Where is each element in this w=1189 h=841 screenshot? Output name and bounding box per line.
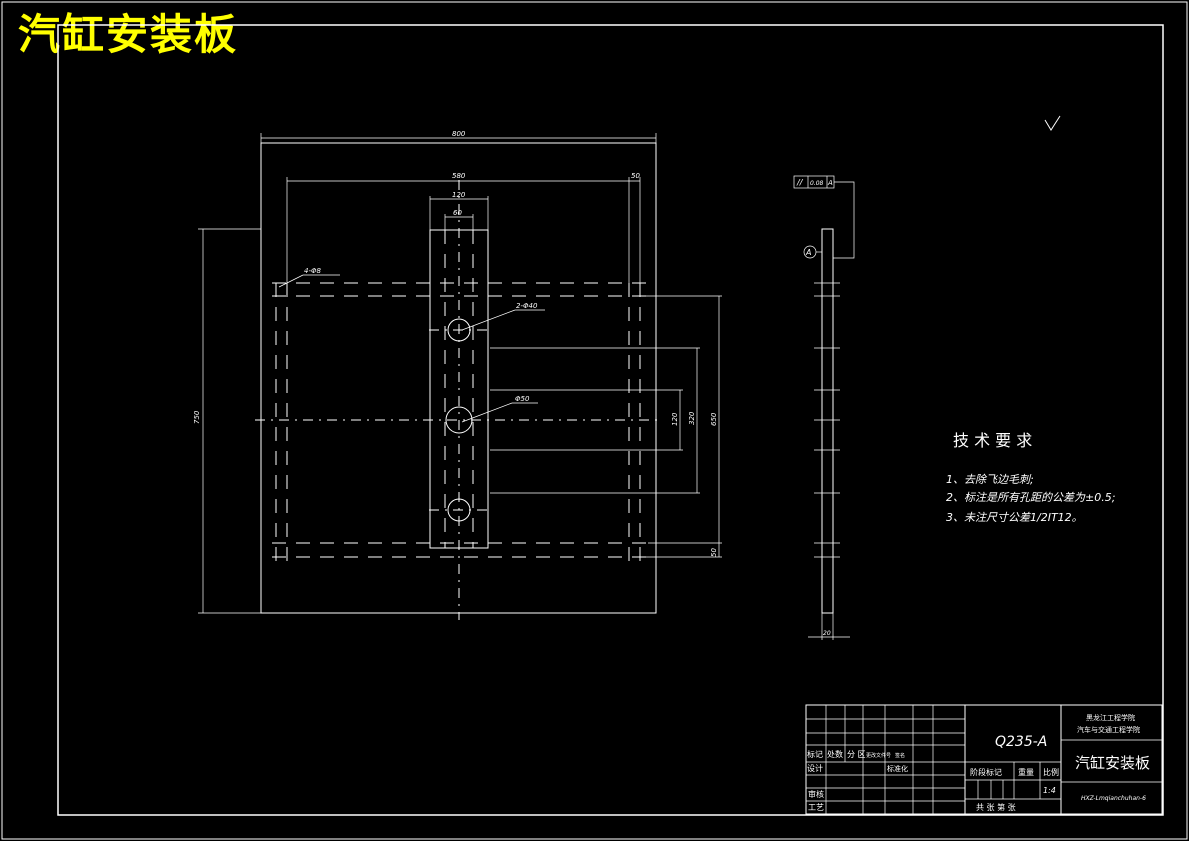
tb-label-zone: 分 区 bbox=[847, 750, 866, 759]
dim-v-span-1: 320 bbox=[688, 411, 696, 425]
tb-ratio: 比例 bbox=[1043, 767, 1059, 777]
dim-v-span-2: 120 bbox=[671, 412, 679, 426]
inner-border bbox=[57, 24, 1164, 816]
flatness-datum: A bbox=[827, 179, 833, 187]
slot-hole-bottom bbox=[447, 498, 471, 522]
dim-overall-width: 800 bbox=[452, 130, 466, 138]
callout-center-hole: Φ50 bbox=[515, 395, 530, 403]
tb-label-standard: 标准化 bbox=[887, 764, 908, 773]
side-view: // 0.08 A A 20 bbox=[793, 175, 855, 640]
flatness-symbol: // bbox=[796, 178, 804, 187]
dim-slot-inner: 60 bbox=[453, 209, 462, 217]
tb-weight: 重量 bbox=[1018, 767, 1034, 777]
tb-school-1: 黑龙江工程学院 bbox=[1086, 713, 1135, 722]
tb-label-doc: 更改文件号 bbox=[866, 752, 891, 759]
dim-overall-height: 750 bbox=[193, 410, 201, 424]
dim-slot-outer: 120 bbox=[452, 191, 466, 199]
front-view: 800 580 50 120 60 750 320 120 650 bbox=[193, 130, 722, 620]
note-3: 3、未注尺寸公差1/2IT12。 bbox=[946, 511, 1083, 524]
tb-drawing-number: HXZ-Lmqianchuhan-6 bbox=[1081, 795, 1146, 802]
tb-label-process: 工艺 bbox=[808, 803, 824, 812]
center-bar bbox=[429, 229, 489, 549]
dim-bottom-offset: 50 bbox=[710, 548, 718, 557]
tb-drawing-name: 汽缸安装板 bbox=[1075, 754, 1150, 772]
note-2: 2、标注是所有孔距的公差为±0.5; bbox=[946, 491, 1115, 504]
callout-corner-holes: 4-Φ8 bbox=[304, 267, 321, 275]
drawing-title: 汽缸安装板 bbox=[18, 10, 239, 59]
tb-sheets: 共 张 第 张 bbox=[976, 802, 1016, 812]
technical-notes: 技 术 要 求 1、去除飞边毛刺; 2、标注是所有孔距的公差为±0.5; 3、未… bbox=[946, 431, 1115, 524]
callout-slot-holes: 2-Φ40 bbox=[516, 302, 538, 310]
slot-hole-top bbox=[447, 318, 471, 342]
tb-material: Q235-A bbox=[995, 734, 1047, 750]
tb-label-design: 设计 bbox=[807, 763, 823, 773]
datum-label: A bbox=[805, 248, 811, 257]
tb-label-review: 审核 bbox=[808, 789, 824, 799]
roughness-symbol bbox=[1044, 115, 1061, 131]
tb-school-2: 汽车与交通工程学院 bbox=[1077, 725, 1140, 734]
flatness-value: 0.08 bbox=[810, 180, 824, 187]
tb-label-sign: 签名 bbox=[895, 752, 905, 759]
dim-v-span-3: 650 bbox=[710, 412, 718, 426]
tb-label-count: 处数 bbox=[827, 749, 843, 759]
notes-heading: 技 术 要 求 bbox=[953, 431, 1032, 450]
tb-stage-mark: 阶段标记 bbox=[970, 767, 1002, 777]
dim-hole-span: 580 bbox=[452, 172, 466, 180]
dim-thickness: 20 bbox=[823, 630, 831, 637]
note-1: 1、去除飞边毛刺; bbox=[946, 473, 1034, 486]
center-hole bbox=[445, 406, 473, 434]
tb-label-mark: 标记 bbox=[807, 749, 823, 759]
dim-edge-offset: 50 bbox=[631, 172, 640, 180]
title-block: 标记 处数 分 区 更改文件号 签名 设计 标准化 审核 工艺 Q235-A 阶… bbox=[805, 704, 1163, 815]
tb-scale: 1:4 bbox=[1043, 786, 1056, 795]
side-plate bbox=[821, 228, 834, 614]
